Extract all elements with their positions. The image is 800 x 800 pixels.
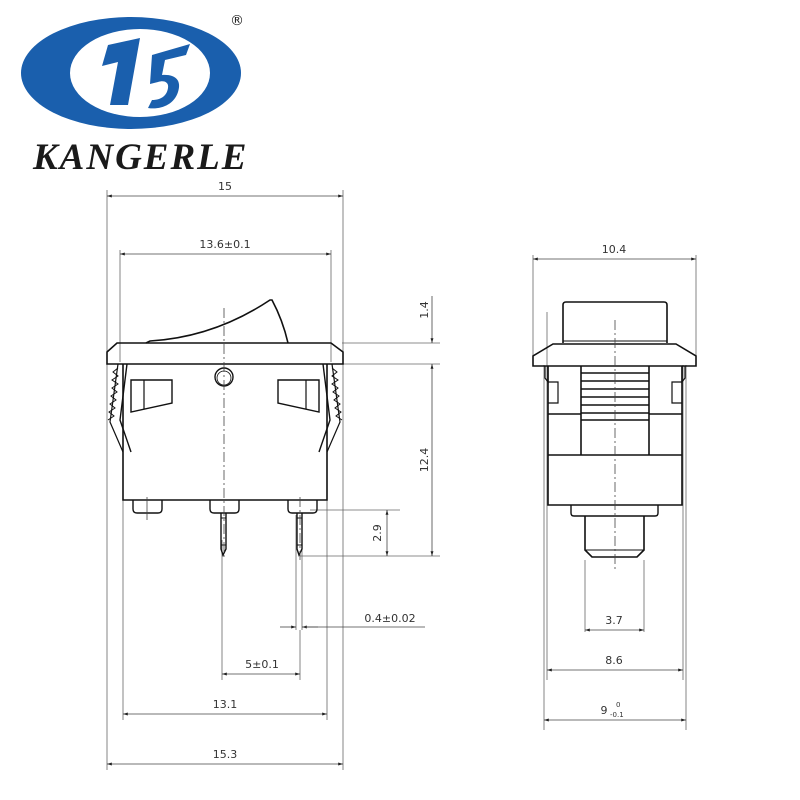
logo-numeral-one-icon [102,38,140,105]
dim-clip-span: 15.3 [213,748,238,761]
dim-overall-width: 15 [218,180,232,193]
dim-panel-cutout-width: 13.6±0.1 [199,238,250,251]
dim-stem-width: 3.7 [605,614,623,627]
front-view [106,190,440,770]
dim-terminal-pitch: 5±0.1 [245,658,279,671]
logo-letter-k-icon [148,44,190,109]
dim-panel-width-tol-upper: 0 [616,701,620,709]
dim-body-width-side: 8.6 [605,654,623,667]
kangerle-logo [21,17,241,129]
dim-bezel-width: 10.4 [602,243,627,256]
brand-name: KANGERLE [33,137,249,178]
dim-panel-width-tol-lower: -0.1 [610,711,624,719]
dim-body-height: 12.4 [418,448,431,473]
registered-mark: ® [230,13,244,29]
dim-terminal-length: 2.9 [371,524,384,542]
side-view [532,255,697,730]
dim-terminal-thickness: 0.4±0.02 [364,612,415,625]
dim-body-width: 13.1 [213,698,238,711]
dim-panel-width: 9 [601,704,608,717]
dim-rocker-height: 1.4 [418,301,431,319]
